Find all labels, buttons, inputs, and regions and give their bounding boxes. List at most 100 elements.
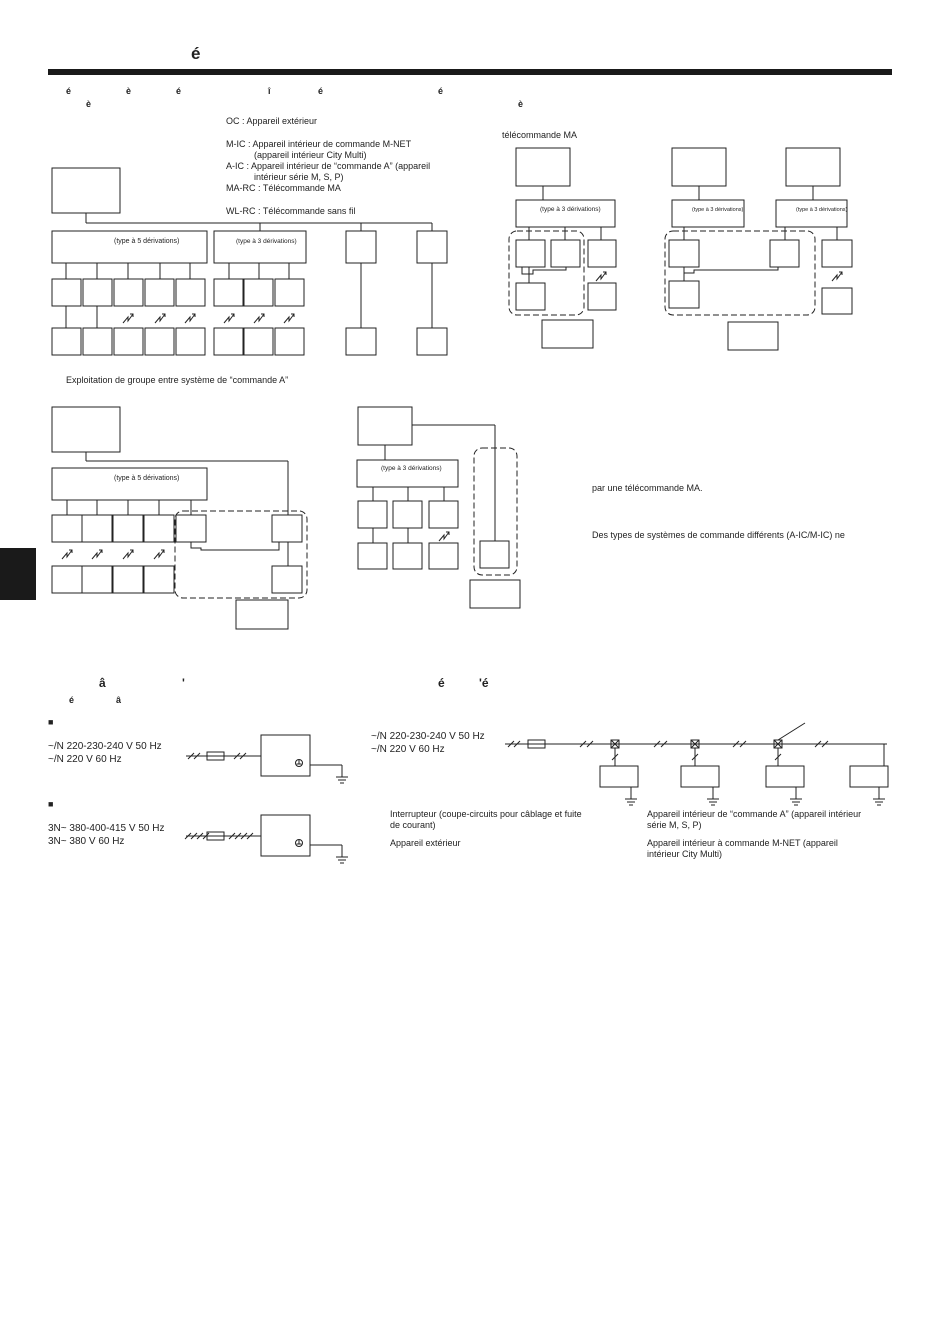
indoor-unit-box [113, 278, 144, 307]
outdoor-unit-box [51, 167, 121, 214]
remote-controller-box [112, 565, 144, 594]
side-tab [0, 548, 36, 600]
junction-switch-box [690, 739, 700, 749]
wire [521, 267, 567, 275]
remote-controller-box [144, 327, 175, 356]
remote-controller-box [274, 327, 305, 356]
three-phase-voltage-60: 3N~ 380 V 60 Hz [48, 836, 125, 847]
breaker-box [206, 831, 225, 841]
wireless-signal-icon [153, 549, 165, 560]
wire-mark [732, 740, 740, 748]
group-dashed-outline [174, 510, 308, 599]
indoor-unit-box [587, 239, 617, 268]
legend-switch: de courant) [390, 820, 436, 830]
legend-aic: intérieur série M, S, P) [254, 172, 344, 182]
outdoor-unit-box [727, 321, 779, 351]
wire-mark [611, 753, 619, 761]
branch-label: (type à 3 dérivations) [381, 465, 442, 472]
wireless-signal-icon [154, 313, 166, 324]
branch-label: (type à 3 dérivations) [692, 207, 744, 213]
wire-mark [190, 832, 198, 840]
remote-controller-box [243, 327, 274, 356]
remote-controller-box [821, 287, 853, 315]
outdoor-unit-box [785, 147, 841, 187]
bullet-three-phase: ■ [48, 799, 54, 809]
intro-fragment: é [318, 86, 324, 96]
telecommande-ma-label: télécommande MA [502, 130, 578, 140]
note-1: par une télécommande MA. [592, 483, 703, 493]
wire-mark [691, 753, 699, 761]
single-phase-voltage-50: ~/N 220-230-240 V 50 Hz [48, 741, 162, 752]
junction-switch-box [773, 739, 783, 749]
indoor-unit-box [849, 765, 889, 788]
outdoor-unit-box [357, 406, 413, 446]
outdoor-unit-box [51, 406, 121, 453]
branch-label: (type à 3 dérivations) [796, 207, 848, 213]
intro-fragment: è [126, 86, 132, 96]
note-2: Des types de systèmes de commande différ… [592, 530, 845, 540]
outdoor-unit-box [671, 147, 727, 187]
wire-mark [233, 752, 241, 760]
remote-controller-box [143, 565, 175, 594]
wireless-signal-icon [223, 313, 235, 324]
legend-mic-unit: intérieur City Multi) [647, 849, 723, 859]
three-phase-voltage: 3N~ 380-400-415 V 50 Hz 3N~ 380 V 60 Hz [48, 822, 164, 848]
legend-mic-unit: Appareil intérieur à commande M-NET (app… [647, 838, 838, 848]
header-rule [48, 69, 892, 75]
legend-aic-unit: Appareil intérieur de “commande A” (appa… [647, 809, 862, 819]
breaker-box [527, 739, 546, 749]
wire-mark [240, 832, 248, 840]
wireless-signal-icon [122, 313, 134, 324]
wireless-signal-icon [122, 549, 134, 560]
indoor-unit-box [175, 514, 207, 543]
legend-mic: (appareil intérieur City Multi) [254, 150, 367, 160]
wire-mark [739, 740, 747, 748]
branch-controller-box [775, 199, 848, 228]
group-caption: Exploitation de groupe entre système de … [66, 375, 289, 385]
indoor-unit-box [243, 278, 274, 307]
remote-controller-box [345, 327, 377, 356]
wireless-signal-icon [595, 271, 607, 282]
section2-sub: â [116, 695, 122, 705]
indoor-unit-box [271, 514, 303, 543]
indoor-unit-box [821, 239, 853, 268]
section2-fragment: 'é [479, 676, 489, 690]
outdoor-unit-box [515, 147, 571, 187]
unit-box [345, 230, 377, 264]
junction-switch-box [610, 739, 620, 749]
right-phase-voltage-50: ~/N 220-230-240 V 50 Hz [371, 731, 485, 742]
wire-mark [586, 740, 594, 748]
section2-fragment: ' [182, 676, 185, 690]
remote-controller-box [479, 540, 510, 569]
remote-controller-box [175, 327, 206, 356]
branch-controller-box [671, 199, 745, 228]
intro-fragment: é [176, 86, 182, 96]
indoor-unit-box [274, 278, 305, 307]
legend-aic-unit: série M, S, P) [647, 820, 702, 830]
outdoor-unit-box [469, 579, 521, 609]
group-dashed-outline [508, 230, 585, 316]
bullet-single-phase: ■ [48, 717, 54, 727]
wireless-signal-icon [184, 313, 196, 324]
section2-fragment: â [99, 676, 106, 690]
wireless-signal-icon [283, 313, 295, 324]
remote-controller-box [82, 327, 113, 356]
intro-fragment: è [86, 99, 92, 109]
indoor-unit-box [550, 239, 581, 268]
wire-mark [184, 832, 192, 840]
intro-fragment: é [66, 86, 72, 96]
indoor-unit-box [144, 278, 175, 307]
group-dashed-outline [473, 447, 518, 576]
junction-switch-box [610, 739, 620, 749]
wire-mark [228, 832, 236, 840]
branch-label: (type à 5 dérivations) [114, 475, 179, 482]
remote-controller-box [416, 327, 448, 356]
legend-oc: OC : Appareil extérieur [226, 116, 318, 126]
outdoor-unit-box [260, 734, 311, 777]
indoor-unit-box [51, 278, 82, 307]
remote-controller-box [668, 280, 700, 309]
breaker-box [206, 751, 225, 761]
indoor-unit-box [765, 765, 805, 788]
three-phase-voltage-50: 3N~ 380-400-415 V 50 Hz [48, 823, 165, 834]
indoor-unit-box [357, 500, 388, 529]
